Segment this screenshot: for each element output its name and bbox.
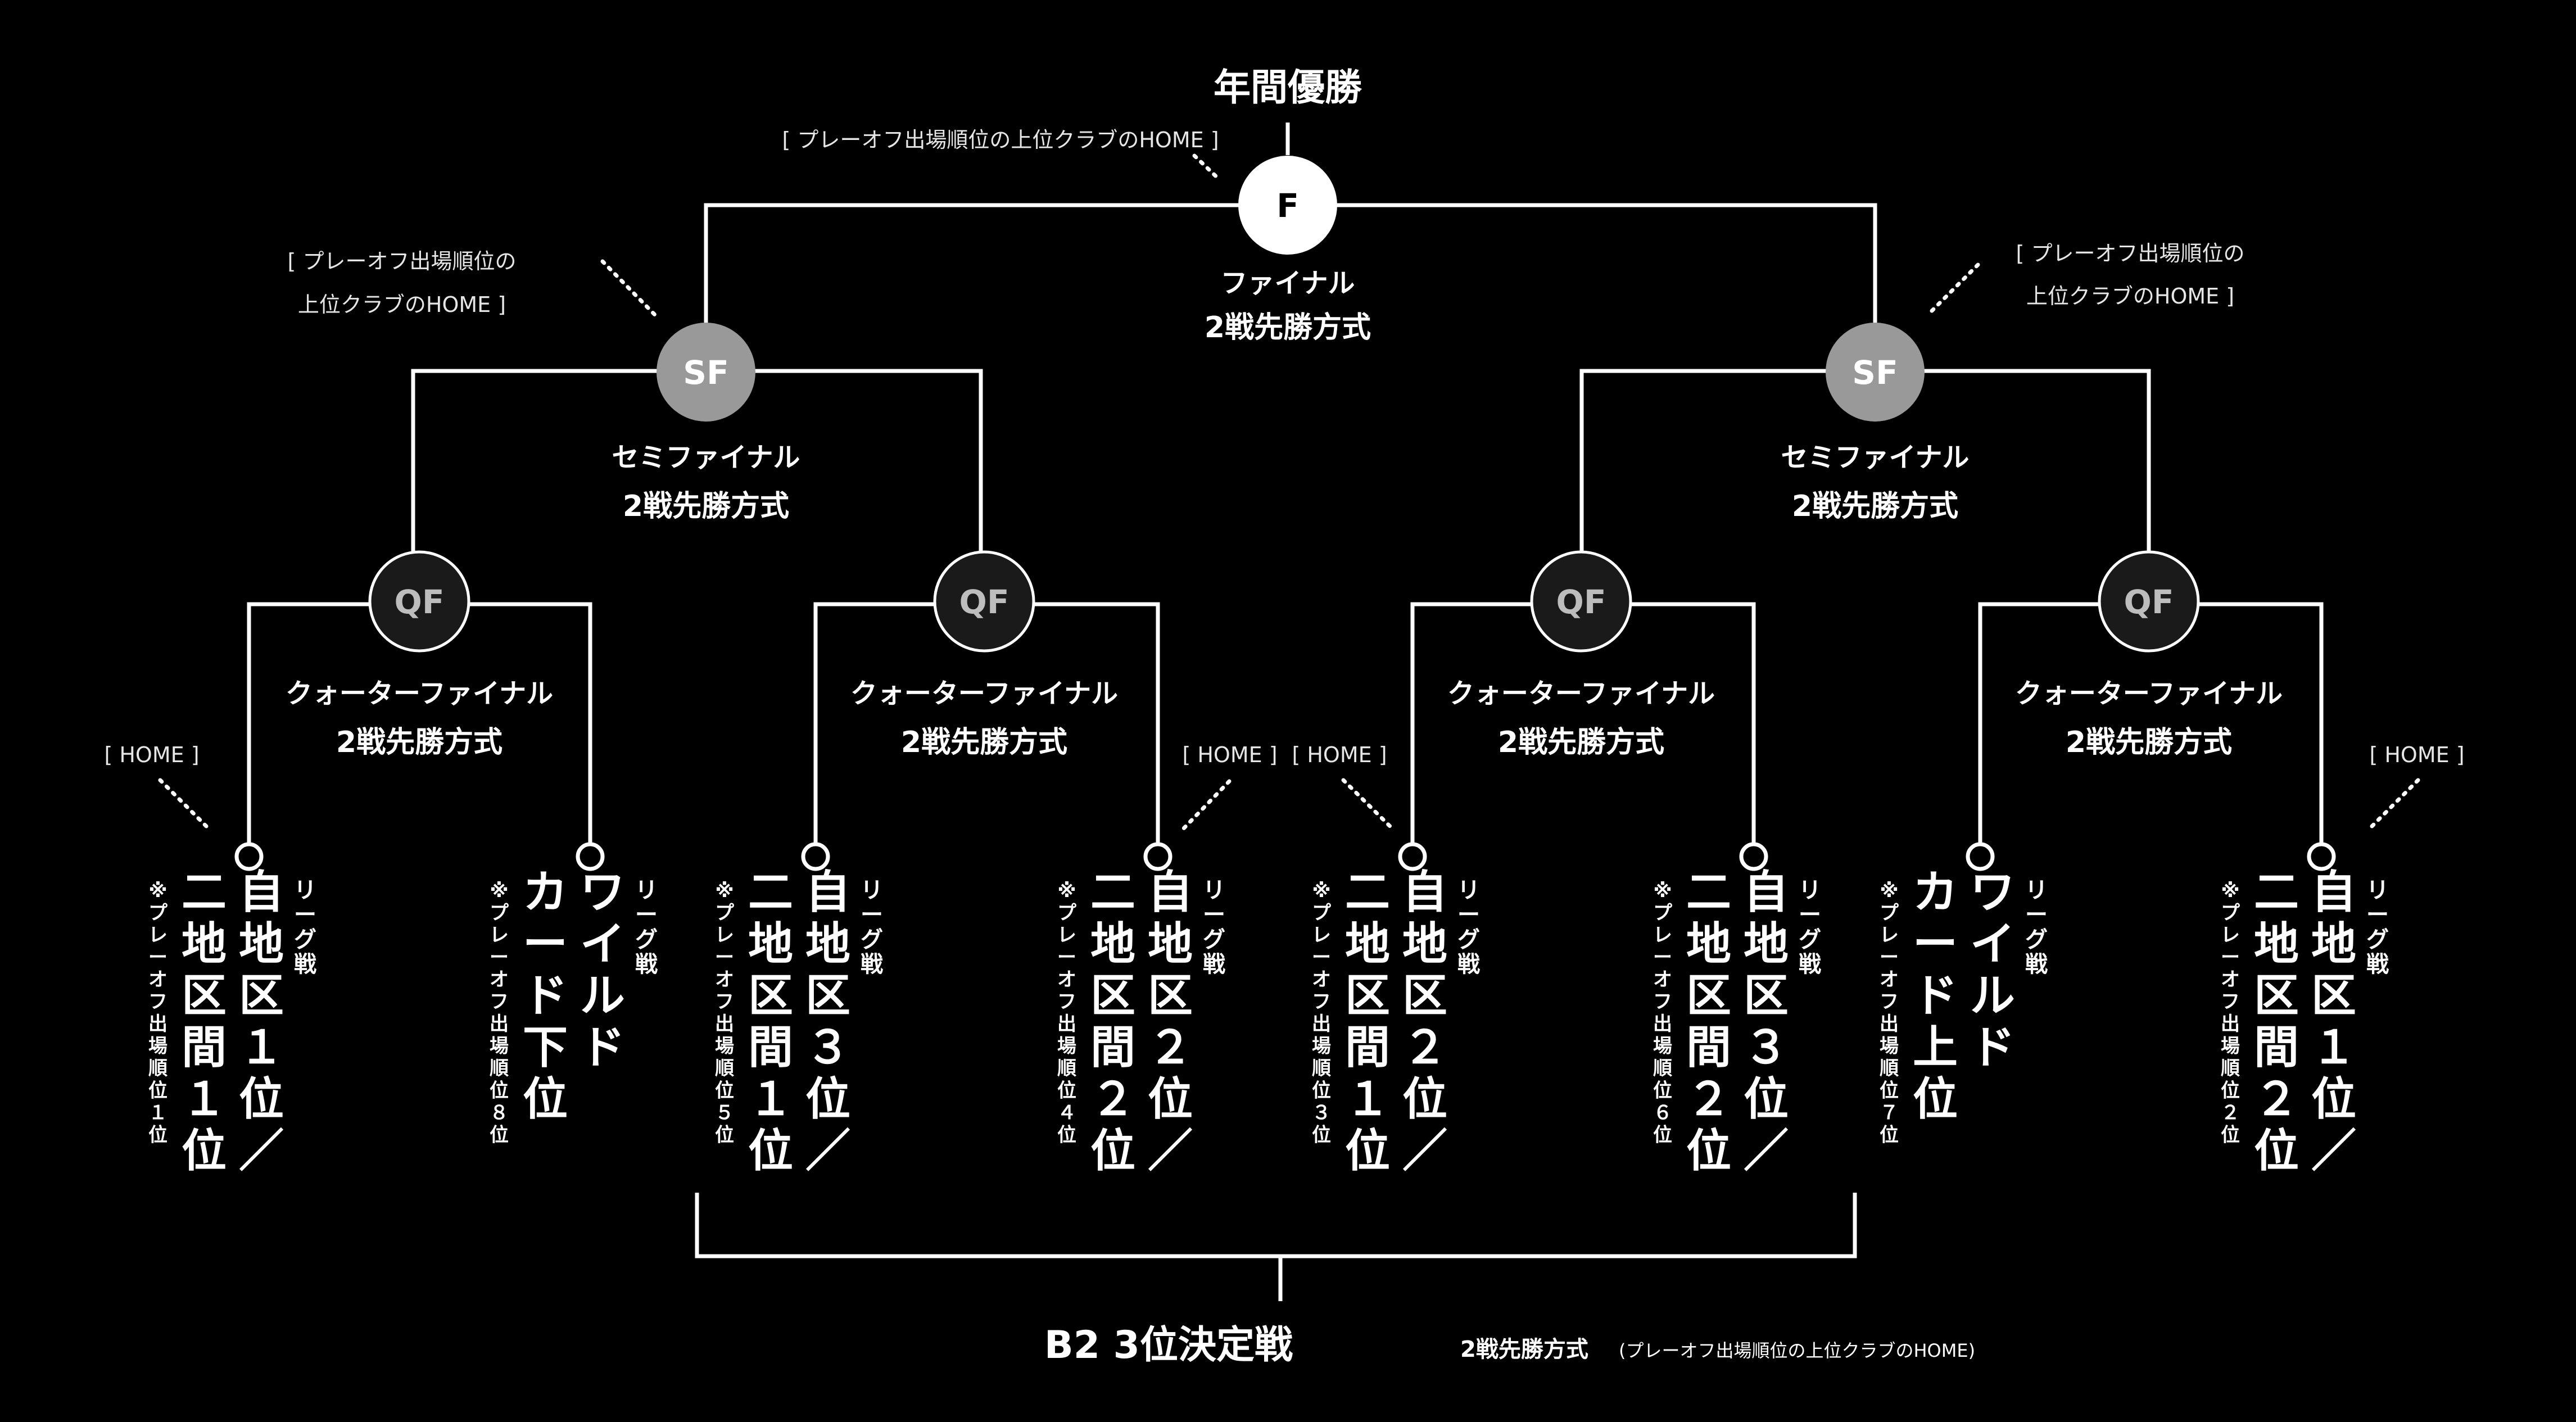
- sf-right-home-pointer: [1930, 262, 1981, 313]
- seed-5-note: ※プレーオフ出場順位３位: [1312, 880, 1331, 1147]
- final-home-pointer: [1192, 153, 1222, 182]
- seed-4-league: リーグ戦: [1203, 877, 1225, 977]
- seed-7-main2: カード上位: [1913, 866, 1958, 1125]
- qf2-node-label: QF: [959, 583, 1009, 621]
- home-pointer-seed-1: [158, 778, 211, 831]
- seed-8-main2: 二地区間２位: [2254, 866, 2299, 1177]
- bracket-title: 年間優勝: [1214, 66, 1362, 109]
- sf-right-name: セミファイナル: [1781, 442, 1969, 473]
- qf3-name: クォーターファイナル: [1447, 678, 1715, 709]
- seed-7-main1: ワイルド: [1970, 866, 2015, 1074]
- qf4-name: クォーターファイナル: [2015, 678, 2283, 709]
- seed-marker-5: [1398, 842, 1427, 871]
- seed-2-note: ※プレーオフ出場順位８位: [490, 880, 509, 1147]
- third-place-note: (プレーオフ出場順位の上位クラブのHOME): [1619, 1340, 1975, 1361]
- seed-8-league: リーグ戦: [2366, 877, 2389, 977]
- sf-left-home-pointer: [600, 259, 657, 317]
- third-place-format: 2戦先勝方式: [1460, 1337, 1588, 1362]
- seed-markers: [234, 842, 2336, 871]
- seed-2-league: リーグ戦: [635, 877, 658, 977]
- seed-marker-1: [234, 842, 264, 871]
- seed-5-main1: 自地区２位／: [1402, 866, 1447, 1177]
- seed-1-main2: 二地区間１位: [182, 866, 227, 1177]
- qf1-node: [368, 550, 470, 653]
- seed-5-main2: 二地区間１位: [1345, 866, 1390, 1177]
- qf3-format: 2戦先勝方式: [1498, 726, 1664, 759]
- sf-left-node-label: SF: [683, 354, 728, 392]
- final-node: [1238, 156, 1337, 255]
- qf3-node-label: QF: [1556, 583, 1606, 621]
- seed-7-note: ※プレーオフ出場順位７位: [1880, 880, 1899, 1147]
- seed-4-note: ※プレーオフ出場順位４位: [1057, 880, 1076, 1147]
- home-pointer-seed-4: [1178, 779, 1232, 834]
- qf1-node-label: QF: [395, 583, 445, 621]
- home-pointer-seed-3: [1341, 778, 1395, 831]
- seed-5-league: リーグ戦: [1457, 877, 1480, 977]
- sf-right-home-note-line1: [ プレーオフ出場順位の: [2016, 241, 2245, 266]
- seed-6-league: リーグ戦: [1799, 877, 1821, 977]
- home-label-seed-4: [ HOME ]: [1182, 742, 1277, 767]
- qf1-format: 2戦先勝方式: [336, 726, 502, 759]
- home-label-seed-3: [ HOME ]: [1292, 742, 1387, 767]
- seed-6-main1: 自地区３位／: [1744, 866, 1789, 1177]
- qf-nodes: [368, 550, 2200, 653]
- seed-marker-8: [2307, 842, 2336, 871]
- seed-2-main2: カード下位: [523, 866, 568, 1125]
- qf4-node-label: QF: [2124, 583, 2174, 621]
- qf2-name: クォーターファイナル: [850, 678, 1118, 709]
- seed-4-main2: 二地区間２位: [1090, 866, 1135, 1177]
- seed-8-main1: 自地区１位／: [2311, 866, 2356, 1177]
- home-pointer-seed-2: [2365, 778, 2420, 833]
- sf-right-node-label: SF: [1852, 354, 1898, 392]
- seed-7-league: リーグ戦: [2025, 877, 2048, 977]
- final-name: ファイナル: [1220, 268, 1355, 299]
- seed-marker-6: [1739, 842, 1768, 871]
- sf-left-format: 2戦先勝方式: [623, 490, 789, 523]
- seed-1-league: リーグ戦: [294, 877, 316, 977]
- seed-3-main2: 二地区間１位: [748, 866, 793, 1177]
- seed-8-note: ※プレーオフ出場順位２位: [2221, 880, 2240, 1147]
- seed-2-main1: ワイルド: [580, 866, 625, 1074]
- home-label-seed-2: [ HOME ]: [2369, 742, 2464, 767]
- sf-left-home-note-line1: [ プレーオフ出場順位の: [288, 249, 517, 274]
- seed-1-main1: 自地区１位／: [239, 866, 284, 1177]
- qf1-name: クォーターファイナル: [286, 678, 553, 709]
- seed-texts: リーグ戦自地区１位／二地区間１位※プレーオフ出場順位１位リーグ戦ワイルドカード下…: [148, 866, 2389, 1177]
- seed-3-league: リーグ戦: [861, 877, 883, 977]
- seed-marker-3: [801, 842, 830, 871]
- seed-3-note: ※プレーオフ出場順位５位: [715, 880, 734, 1147]
- final-home-note: [ プレーオフ出場順位の上位クラブのHOME ]: [782, 128, 1219, 152]
- seed-3-main1: 自地区３位／: [805, 866, 850, 1177]
- qf2-format: 2戦先勝方式: [901, 726, 1067, 759]
- seed-marker-2: [576, 842, 605, 871]
- seed-marker-4: [1143, 842, 1172, 871]
- seed-1-note: ※プレーオフ出場順位１位: [148, 880, 167, 1147]
- sf-left-node: [657, 323, 755, 422]
- seed-marker-7: [1966, 842, 1995, 871]
- final-node-label: F: [1276, 187, 1299, 225]
- sf-right-home-note-line2: 上位クラブのHOME ]: [2026, 284, 2234, 309]
- qf4-format: 2戦先勝方式: [2066, 726, 2232, 759]
- sf-right-format: 2戦先勝方式: [1792, 490, 1958, 523]
- third-place-title: B2 3位決定戦: [1044, 1323, 1293, 1367]
- seed-4-main1: 自地区２位／: [1148, 866, 1193, 1177]
- final-format: 2戦先勝方式: [1205, 311, 1371, 345]
- seed-6-main2: 二地区間２位: [1686, 866, 1731, 1177]
- third-place-bracket-line: [695, 1193, 1857, 1258]
- home-label-seed-1: [ HOME ]: [104, 742, 199, 767]
- qf2-node: [933, 550, 1035, 653]
- seed-6-note: ※プレーオフ出場順位６位: [1653, 880, 1672, 1147]
- sf-right-node: [1826, 323, 1925, 422]
- sf-left-home-note-line2: 上位クラブのHOME ]: [298, 292, 506, 317]
- qf3-node: [1530, 550, 1632, 653]
- sf-left-name: セミファイナル: [612, 442, 800, 473]
- qf4-node: [2098, 550, 2200, 653]
